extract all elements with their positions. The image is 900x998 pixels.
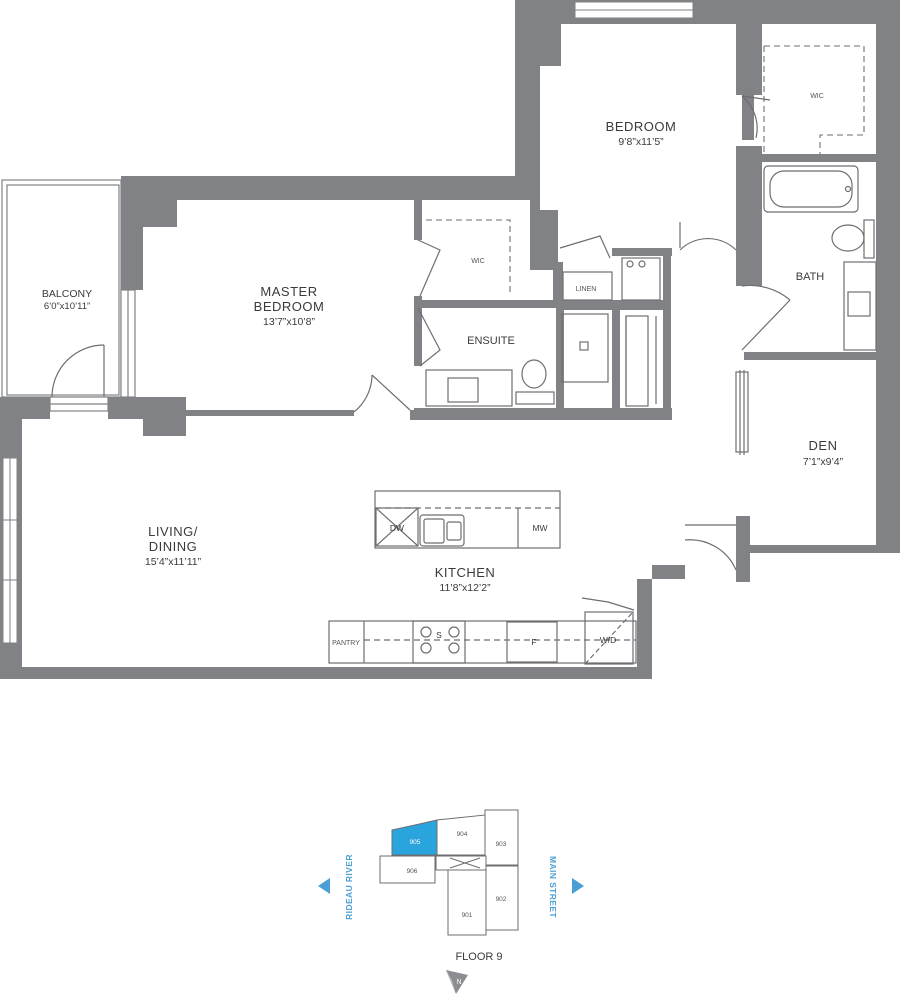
living-name-1: LIVING/	[148, 524, 198, 539]
arrow-right-icon	[572, 878, 584, 894]
fixtures	[328, 165, 877, 665]
living-windows	[2, 457, 18, 644]
fridge-label: F	[531, 637, 536, 647]
street-right-label: MAIN STREET	[548, 856, 558, 918]
north-label: N	[456, 979, 461, 986]
unit-906: 906	[407, 868, 418, 875]
ensuite-name: ENSUITE	[467, 335, 515, 347]
den-name: DEN	[809, 438, 838, 453]
stove-label: S	[436, 630, 442, 640]
north-arrow-icon: N	[446, 970, 468, 994]
living-name-2: DINING	[149, 539, 198, 554]
arrow-left-icon	[318, 878, 330, 894]
key-plan: 905 904 903 906 902 901 FLOOR 9 RIDEAU R…	[318, 809, 584, 994]
unit-903: 903	[496, 841, 507, 848]
master-bedroom-name-1: MASTER	[260, 284, 317, 299]
walls	[0, 0, 900, 679]
unit-902: 902	[496, 896, 507, 903]
bedroom-dims: 9’8”x11’5”	[618, 136, 664, 148]
kitchen-name: KITCHEN	[435, 565, 496, 580]
floor-label: FLOOR 9	[455, 951, 502, 963]
living-dims: 15’4”x11’11”	[145, 556, 202, 568]
master-bedroom-name-2: BEDROOM	[254, 299, 325, 314]
pantry-label: PANTRY	[332, 640, 360, 647]
wic-master-label: WIC	[471, 258, 485, 265]
unit-904: 904	[457, 831, 468, 838]
master-bedroom-dims: 13’7”x10’8”	[263, 316, 315, 328]
dw-label: DW	[390, 523, 404, 533]
balcony	[1, 179, 136, 412]
mw-label: MW	[532, 523, 547, 533]
linen-label: LINEN	[576, 286, 597, 293]
den-dims: 7’1”x9’4”	[803, 456, 844, 468]
key-plan-highlight-905	[391, 819, 438, 856]
unit-901: 901	[462, 912, 473, 919]
bedroom-window	[574, 1, 694, 19]
closet-dashes	[426, 45, 865, 296]
balcony-dims: 6’0”x10’11”	[44, 301, 90, 312]
room-labels: BEDROOM 9’8”x11’5” MASTER BEDROOM 13’7”x…	[42, 119, 844, 594]
bedroom-name: BEDROOM	[606, 119, 677, 134]
street-left-label: RIDEAU RIVER	[344, 854, 354, 920]
doors	[51, 95, 791, 611]
wic-bedroom-label: WIC	[810, 93, 824, 100]
kitchen-dims: 11’8”x12’2”	[439, 582, 491, 594]
fixture-labels: WIC WIC LINEN DW MW S F PANTRY W/D	[332, 93, 824, 647]
bath-name: BATH	[796, 271, 825, 283]
unit-905: 905	[410, 839, 421, 846]
balcony-name: BALCONY	[42, 288, 92, 300]
room-fills	[143, 24, 876, 545]
wd-label: W/D	[600, 635, 617, 645]
